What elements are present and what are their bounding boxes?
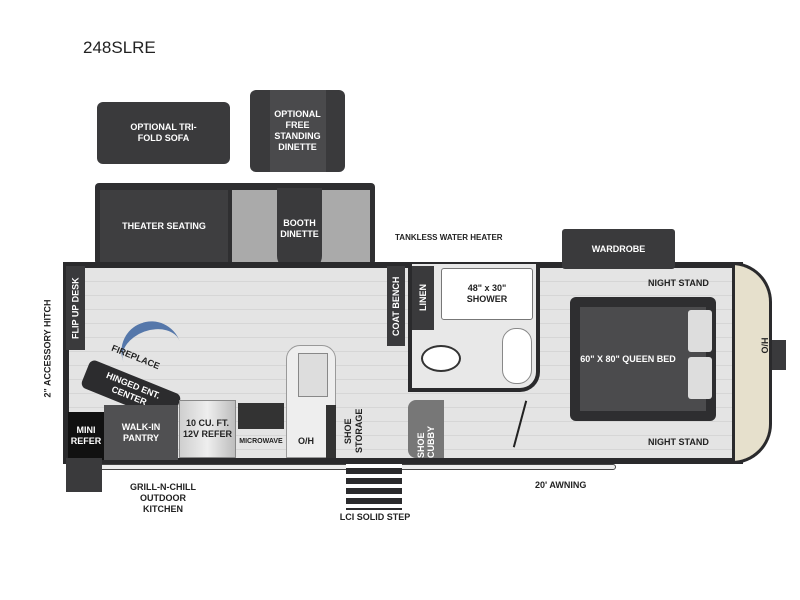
step-label: LCI SOLID STEP bbox=[339, 512, 411, 522]
pillow bbox=[688, 310, 712, 352]
shoe-cubby: SHOE CUBBY bbox=[408, 400, 444, 458]
stove bbox=[238, 403, 284, 429]
shower: 48" x 30" SHOWER bbox=[441, 268, 533, 320]
night-stand-bottom: NIGHT STAND bbox=[648, 437, 709, 447]
refrigerator: 10 CU. FT. 12V REFER bbox=[179, 400, 236, 458]
awning-label: 20' AWNING bbox=[535, 480, 587, 490]
linen-closet: LINEN bbox=[412, 266, 434, 330]
dinette-table: BOOTH DINETTE bbox=[277, 188, 322, 270]
coat-bench: COAT BENCH bbox=[387, 266, 405, 346]
outdoor-kitchen bbox=[66, 458, 102, 492]
mini-refer: MINI REFER bbox=[68, 412, 104, 460]
accessory-hitch-label: 2" ACCESSORY HITCH bbox=[42, 299, 53, 398]
pillow bbox=[688, 357, 712, 399]
bathroom-sink bbox=[502, 328, 532, 384]
shoe-storage-label: SHOE STORAGE bbox=[343, 408, 364, 454]
optional-dinette: OPTIONAL FREE STANDING DINETTE bbox=[250, 90, 345, 172]
toilet bbox=[421, 345, 461, 372]
front-cap bbox=[732, 262, 772, 464]
wardrobe: WARDROBE bbox=[562, 229, 675, 269]
sink bbox=[298, 353, 328, 397]
flip-up-desk: FLIP UP DESK bbox=[66, 266, 85, 350]
theater-seating: THEATER SEATING bbox=[100, 190, 228, 262]
shoe-storage-cabinet bbox=[326, 405, 336, 458]
outdoor-kitchen-label: GRILL-N-CHILL OUTDOOR KITCHEN bbox=[130, 482, 196, 514]
entry-steps bbox=[346, 458, 402, 510]
water-heater-label: TANKLESS WATER HEATER bbox=[395, 233, 503, 242]
hitch bbox=[772, 340, 786, 370]
oh-label: O/H bbox=[298, 436, 315, 446]
walk-in-pantry: WALK-IN PANTRY bbox=[104, 405, 178, 460]
optional-sofa: OPTIONAL TRI-FOLD SOFA bbox=[97, 102, 230, 164]
ho-label: H/O bbox=[759, 337, 770, 354]
microwave-label: MICROWAVE bbox=[239, 438, 283, 445]
awning bbox=[68, 464, 616, 470]
model-title: 248SLRE bbox=[83, 38, 156, 57]
night-stand-top: NIGHT STAND bbox=[648, 278, 709, 288]
